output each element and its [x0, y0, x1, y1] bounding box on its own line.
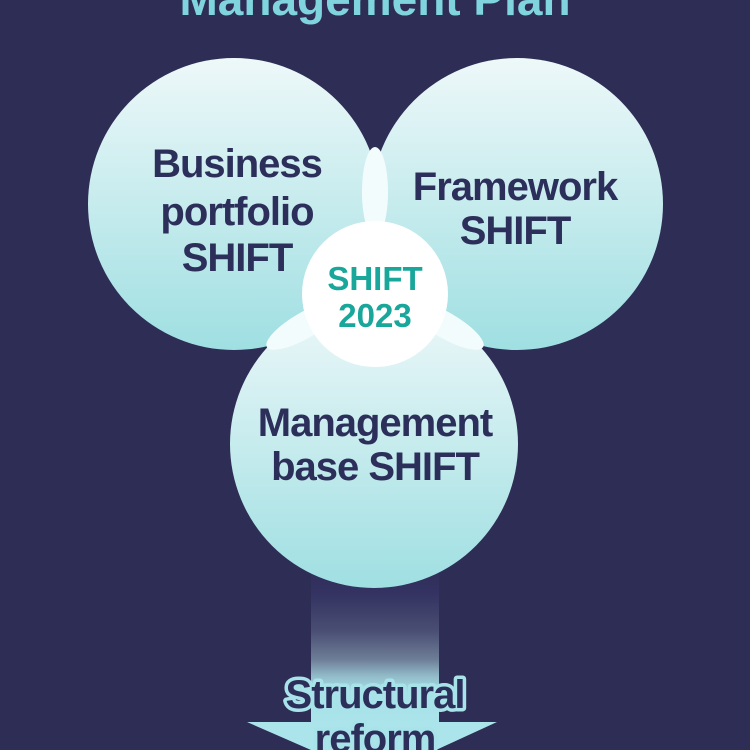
structural-reform-line1: Structural — [286, 673, 465, 717]
circle-management-base — [230, 300, 518, 588]
center-badge-line2: 2023 — [338, 297, 411, 334]
structural-reform-label: Structural reform — [282, 670, 469, 750]
structural-reform-line2: reform — [315, 717, 436, 750]
label-framework-line2: SHIFT — [460, 209, 571, 253]
center-badge: SHIFT 2023 — [327, 260, 422, 334]
label-framework-line1: Framework — [413, 165, 619, 209]
label-business-portfolio: Business portfolio SHIFT — [152, 142, 323, 280]
center-circle — [302, 221, 448, 367]
center-badge-line1: SHIFT — [327, 260, 422, 297]
down-arrow-head — [247, 722, 497, 750]
petal-top — [362, 147, 388, 237]
label-management-base: Management base SHIFT — [258, 401, 494, 489]
label-management-line2: base SHIFT — [271, 445, 479, 489]
label-business-line1: Business — [152, 142, 322, 186]
page-title: Management Plan — [179, 0, 570, 25]
label-framework: Framework SHIFT — [413, 165, 620, 253]
label-management-line1: Management — [258, 401, 493, 445]
label-business-line2: portfolio — [160, 190, 313, 234]
label-business-line3: SHIFT — [182, 236, 293, 280]
